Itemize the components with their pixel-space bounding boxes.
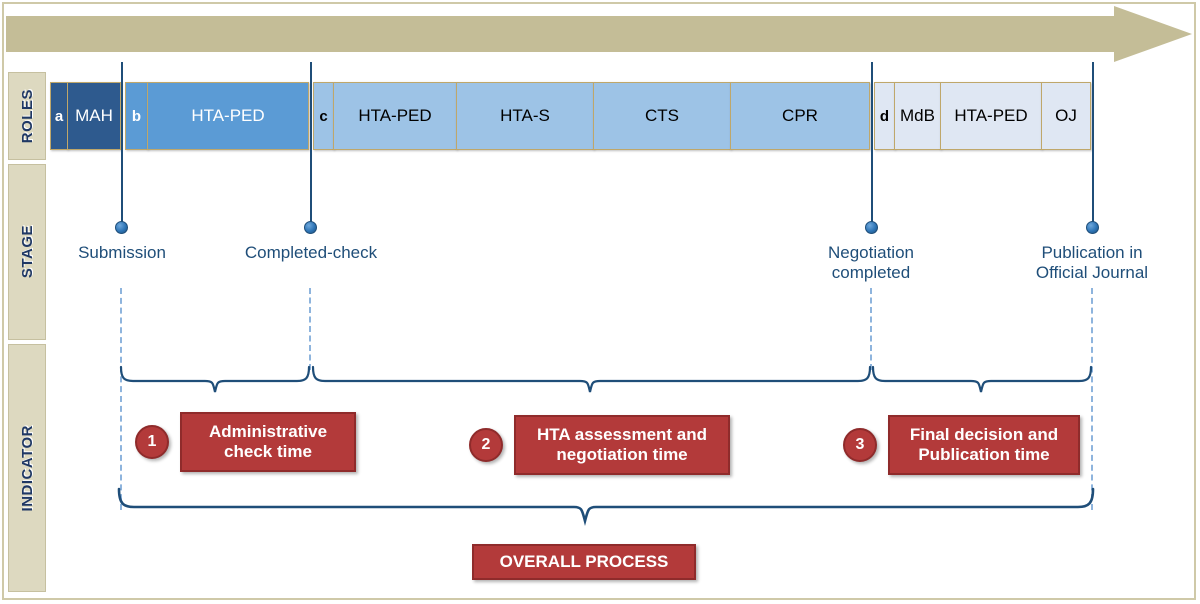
- indicator-number-3[interactable]: 3: [843, 428, 877, 462]
- indicator-number-2[interactable]: 2: [469, 428, 503, 462]
- rail-roles-label: ROLES: [18, 88, 36, 144]
- rail-indicator: INDICATOR: [8, 344, 46, 592]
- role-segment-a[interactable]: a: [50, 82, 68, 150]
- connector-line-submission: [121, 62, 123, 228]
- role-segment-cpr[interactable]: CPR: [730, 82, 870, 150]
- milestone-label-completed-check: Completed-check: [244, 243, 378, 262]
- rail-indicator-label: INDICATOR: [18, 424, 36, 512]
- role-segment-mah[interactable]: MAH: [67, 82, 121, 150]
- indicator-box-1[interactable]: Administrative check time: [180, 412, 356, 472]
- milestone-dot-negotiation-completed[interactable]: [865, 221, 878, 234]
- role-segment-mdb[interactable]: MdB: [894, 82, 941, 150]
- milestone-dot-publication[interactable]: [1086, 221, 1099, 234]
- connector-line-completed-check: [310, 62, 312, 228]
- connector-line-publication: [1092, 62, 1094, 228]
- indicator-box-3[interactable]: Final decision and Publication time: [888, 415, 1080, 475]
- milestone-label-submission: Submission: [78, 243, 166, 262]
- indicator-number-1[interactable]: 1: [135, 425, 169, 459]
- rail-roles: ROLES: [8, 72, 46, 160]
- connector-line-negotiation-completed: [871, 62, 873, 228]
- role-segment-hta-ped-3[interactable]: HTA-PED: [940, 82, 1042, 150]
- indicator-box-overall[interactable]: OVERALL PROCESS: [472, 544, 696, 580]
- role-segment-hta-ped-1[interactable]: HTA-PED: [147, 82, 309, 150]
- role-segment-oj[interactable]: OJ: [1041, 82, 1091, 150]
- role-segment-hta-ped-2[interactable]: HTA-PED: [333, 82, 457, 150]
- rail-stage: STAGE: [8, 164, 46, 340]
- guide-dash-negotiation-completed: [870, 288, 872, 370]
- guide-dash-completed-check: [309, 288, 311, 370]
- role-segment-b[interactable]: b: [125, 82, 148, 150]
- guide-dash-publication: [1091, 288, 1093, 510]
- milestone-label-negotiation-completed: Negotiation completed: [827, 243, 914, 282]
- role-segment-cts[interactable]: CTS: [593, 82, 731, 150]
- indicator-box-2[interactable]: HTA assessment and negotiation time: [514, 415, 730, 475]
- guide-dash-submission: [120, 288, 122, 510]
- role-segment-d[interactable]: d: [874, 82, 895, 150]
- milestone-dot-completed-check[interactable]: [304, 221, 317, 234]
- milestone-dot-submission[interactable]: [115, 221, 128, 234]
- role-segment-c[interactable]: c: [313, 82, 334, 150]
- milestone-label-publication: Publication in Official Journal: [1035, 243, 1149, 282]
- role-segment-hta-s[interactable]: HTA-S: [456, 82, 594, 150]
- timeline-arrow-icon: [6, 6, 1192, 62]
